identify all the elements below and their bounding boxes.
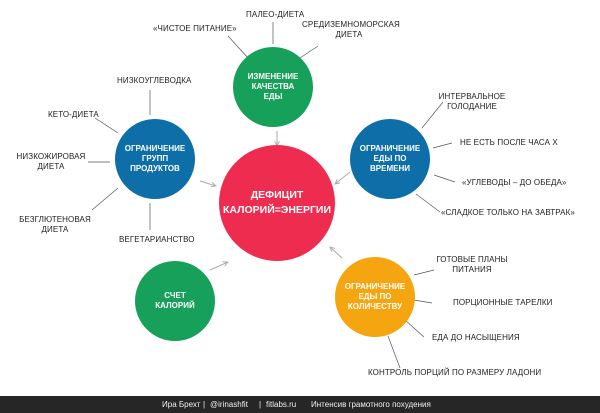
- footer-sep-2: |: [259, 400, 262, 409]
- groups-line-2: ГРУПП: [141, 154, 169, 163]
- groups-circle: [115, 119, 195, 199]
- label-intermittent: ИНТЕРВАЛЬНОЕ ГОЛОДАНИЕ: [435, 92, 509, 112]
- connector-keto: [94, 117, 119, 134]
- label-gluten-free: БЕЗГЛЮТЕНОВАЯ ДИЕТА: [16, 215, 94, 235]
- connector-palm-portions: [387, 335, 401, 369]
- label-meal-plans-line-1: ГОТОВЫЕ ПЛАНЫ: [436, 255, 508, 264]
- time-line-3: ВРЕМЕНИ: [370, 164, 410, 173]
- arrow-amount-to-center: [330, 247, 343, 259]
- label-mediterranean: СРЕДИЗЕМНОМОРСКАЯ ДИЕТА: [302, 20, 400, 40]
- label-low-carb: НИЗКОУГЛЕВОДКА: [117, 76, 192, 85]
- connector-sweets: [415, 193, 441, 213]
- footer-course: Интенсив грамотного похудения: [311, 400, 431, 409]
- arrow-time-to-center: [335, 171, 351, 184]
- label-intermittent-line-1: ИНТЕРВАЛЬНОЕ: [438, 92, 506, 101]
- label-meal-plans: ГОТОВЫЕ ПЛАНЫ ПИТАНИЯ: [434, 255, 510, 275]
- label-paleo: ПАЛЕО-ДИЕТА: [246, 10, 305, 19]
- label-mediterranean-line-2: ДИЕТА: [335, 30, 363, 39]
- groups-line-3: ПРОДУКТОВ: [130, 164, 180, 173]
- count-line-1: СЧЕТ: [164, 291, 186, 300]
- arrow-count-to-center: [209, 262, 228, 271]
- label-gluten-free-line-2: ДИЕТА: [41, 225, 69, 234]
- amount-circle: [335, 257, 415, 337]
- time-node-label: ОГРАНИЧЕНИЕ ЕДЫ ПО ВРЕМЕНИ: [352, 141, 428, 177]
- count-node-label: СЧЕТ КАЛОРИЙ: [137, 288, 213, 314]
- label-portion-plates: ПОРЦИОННЫЕ ТАРЕЛКИ: [453, 298, 553, 307]
- label-intermittent-line-2: ГОЛОДАНИЕ: [447, 102, 497, 111]
- label-keto: КЕТО-ДИЕТА: [48, 110, 99, 119]
- center-node-label: ДЕФИЦИТ КАЛОРИЙ=ЭНЕРГИИ: [219, 178, 335, 228]
- label-sweets-breakfast: «СЛАДКОЕ ТОЛЬКО НА ЗАВТРАК»: [441, 208, 575, 217]
- footer-bar: Ира Брехт | @irinashfit | fitlabs.ru Инт…: [0, 396, 600, 413]
- label-meal-plans-line-2: ПИТАНИЯ: [452, 265, 492, 274]
- time-line-2: ЕДЫ ПО: [373, 154, 407, 163]
- quality-line-3: ЕДЫ: [263, 92, 283, 101]
- time-circle: [350, 119, 430, 199]
- connector-mediterranean: [299, 45, 319, 59]
- quality-line-1: ИЗМЕНЕНИЕ: [247, 72, 299, 81]
- center-line-1: ДЕФИЦИТ: [250, 189, 304, 201]
- connector-eat-until-full: [404, 319, 425, 338]
- connector-gluten-free: [91, 187, 119, 211]
- groups-line-1: ОГРАНИЧЕНИЕ: [124, 144, 186, 153]
- amount-node-label: ОГРАНИЧЕНИЕ ЕДЫ ПО КОЛИЧЕСТВУ: [337, 279, 413, 315]
- center-line-2: КАЛОРИЙ=ЭНЕРГИИ: [223, 204, 331, 216]
- label-clean-eating: «ЧИСТОЕ ПИТАНИЕ»: [153, 24, 237, 33]
- count-circle: [135, 261, 215, 341]
- amount-line-1: ОГРАНИЧЕНИЕ: [344, 282, 406, 291]
- label-low-fat: НИЗКОЖИРОВАЯ ДИЕТА: [14, 152, 88, 172]
- label-no-eat-after: НЕ ЕСТЬ ПОСЛЕ ЧАСА Х: [460, 138, 558, 147]
- label-vegetarian: ВЕГЕТАРИАНСТВО: [119, 235, 195, 244]
- connector-meal-plans: [413, 269, 435, 276]
- label-low-fat-line-2: ДИЕТА: [37, 162, 65, 171]
- amount-line-2: ЕДЫ ПО: [358, 292, 392, 301]
- count-line-2: КАЛОРИЙ: [155, 301, 195, 310]
- footer-sep-1: |: [203, 400, 206, 409]
- connector-portion-plates: [413, 299, 433, 304]
- label-carbs-before-lunch: «УГЛЕВОДЫ – ДО ОБЕДА»: [462, 178, 567, 187]
- arrow-groups-to-center: [199, 180, 216, 186]
- connector-carbs-lunch: [433, 174, 456, 183]
- label-low-fat-line-1: НИЗКОЖИРОВАЯ: [16, 152, 86, 161]
- footer-site: fitlabs.ru: [266, 400, 297, 409]
- footer-handle: @irinashfit: [210, 400, 248, 409]
- groups-node-label: ОГРАНИЧЕНИЕ ГРУПП ПРОДУКТОВ: [117, 141, 193, 177]
- time-line-1: ОГРАНИЧЕНИЕ: [359, 144, 421, 153]
- connector-clean-eating: [227, 35, 249, 59]
- footer-author: Ира Брехт: [162, 400, 201, 409]
- connector-intermittent: [421, 101, 444, 129]
- center-circle: [219, 145, 335, 261]
- amount-line-3: КОЛИЧЕСТВУ: [347, 302, 403, 311]
- quality-circle: [233, 47, 313, 127]
- label-mediterranean-line-1: СРЕДИЗЕМНОМОРСКАЯ: [302, 20, 400, 29]
- connector-no-eat-after: [432, 142, 453, 149]
- quality-line-2: КАЧЕСТВА: [251, 82, 295, 91]
- label-palm-portions: КОНТРОЛЬ ПОРЦИЙ ПО РАЗМЕРУ ЛАДОНИ: [368, 368, 542, 377]
- quality-node-label: ИЗМЕНЕНИЕ КАЧЕСТВА ЕДЫ: [235, 69, 311, 105]
- diagram-graphics: [88, 22, 456, 369]
- label-eat-until-full: ЕДА ДО НАСЫЩЕНИЯ: [432, 333, 520, 342]
- label-gluten-free-line-1: БЕЗГЛЮТЕНОВАЯ: [19, 215, 91, 224]
